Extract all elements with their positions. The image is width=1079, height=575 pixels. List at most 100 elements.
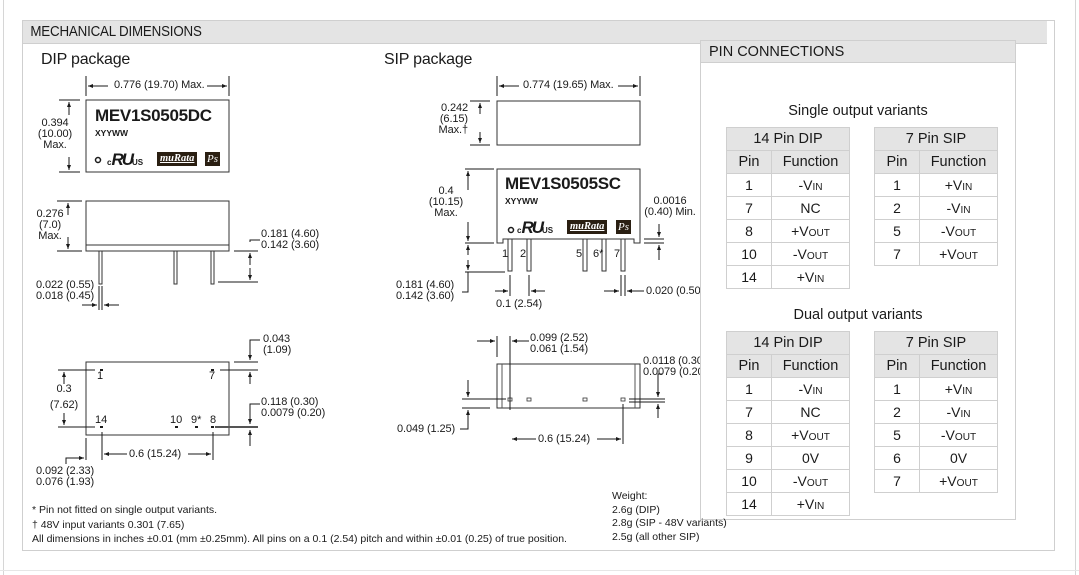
dim-value: 0.394 [41,117,69,129]
dim-value: (1.09) [263,344,292,356]
dim-value: 0.0118 (0.30) [643,355,707,367]
column-header: Pin [874,354,920,378]
dim-value: 0.3 [56,383,72,395]
dim-value: 0.142 (3.60) [261,239,320,251]
function-main: +V [944,177,963,193]
dip-pin-number: 1 [97,370,104,382]
dip-pitch-label: 0.6 (15.24) [129,448,182,460]
table-row: 14 +VIN [726,265,850,289]
sip-pin-number: 7 [614,248,621,260]
table-row: 5-VOUT [874,219,998,243]
ps-logo: Ps [615,220,631,234]
function-subscript: OUT [954,228,977,239]
dip-pin-number: 14 [95,414,108,426]
page-edge [3,0,4,575]
function-subscript: IN [960,205,971,216]
sip-pin-number: 5 [576,248,583,260]
pin-number: 9 [726,446,772,470]
dip-date-code: XYYWW [95,128,129,138]
section-title: MECHANICAL DIMENSIONS [23,21,1048,44]
footnotes: * Pin not fitted on single output varian… [32,503,567,547]
function-main: -V [792,246,807,262]
pin-function: -VOUT [771,242,850,266]
function-main: +V [796,269,815,285]
function-subscript: IN [960,409,971,420]
table-title: 14 Pin DIP [726,331,850,355]
pin-number: 14 [726,265,772,289]
table-title: 14 Pin DIP [726,127,850,151]
pin-number: 2 [874,196,920,220]
function-main: -V [946,200,961,216]
pin1-marker [507,226,515,234]
pin-number: 1 [874,377,920,401]
pin-number: 8 [726,423,772,447]
weight-item: 2.5g (all other SIP) [612,530,700,543]
pin-function: +VOUT [919,469,998,493]
pin-function: NC [771,196,850,220]
function-main: +V [791,223,809,239]
function-subscript: IN [812,182,823,193]
table-row: 8+VOUT [726,423,850,447]
pin-connections-panel: PIN CONNECTIONS Single output variants 1… [700,40,1016,520]
function-subscript: IN [814,274,825,285]
pin-number: 1 [726,377,772,401]
function-subscript: OUT [956,478,978,489]
drawing-labels: .lbl { position:absolute; font-size:11px… [30,80,707,488]
page-edge [1075,0,1076,575]
page-edge [0,570,1079,571]
function-main: +V [939,246,957,262]
table-row: 2-VIN [874,400,998,424]
function-subscript: OUT [806,478,829,489]
sip-pin-thickness-label: 0.0118 (0.30) 0.0079 (0.20) [643,356,707,378]
dip-top-view [59,76,230,173]
dim-value: Max. [43,139,67,151]
function-main: -V [798,381,813,397]
dim-value: Max. [38,230,62,242]
function-subscript: OUT [806,251,829,262]
table-title: 7 Pin SIP [874,127,998,151]
table-row: 10-VOUT [726,469,850,493]
function-main: +V [939,473,957,489]
function-main: NC [800,404,821,420]
footnote: † 48V input variants 0.301 (7.65) [32,518,185,531]
pin-number: 7 [726,196,772,220]
pin-function: -VIN [919,400,998,424]
dim-value: 0.0079 (0.20) [643,366,708,378]
dim-value: 0.118 (0.30) [261,396,319,408]
pin-number: 6 [874,446,920,470]
table-row: 1-VIN [726,377,850,401]
dip-pin-size-label: 0.118 (0.30) 0.0079 (0.20) [261,397,325,419]
dip-side-height-label: 0.276 (7.0) Max. [30,209,70,242]
sip-pin-number: 2 [520,248,527,260]
function-main: +V [791,427,809,443]
dim-value: (6.15) [439,113,468,125]
dim-value: 0.076 (1.93) [36,476,95,488]
column-header: Pin [726,150,772,174]
dip-package-title: DIP package [41,51,131,68]
mechanical-drawings [57,76,665,464]
pin-function: +VOUT [771,219,850,243]
footnote: * Pin not fitted on single output varian… [32,504,218,516]
pin-function: -VIN [771,173,850,197]
sip-pitch-label: 0.1 (2.54) [496,298,543,310]
dim-value: 0.0079 (0.20) [261,407,326,419]
column-header: Function [771,150,850,174]
function-main: -V [946,404,961,420]
function-subscript: OUT [956,251,978,262]
dim-value: 0.276 [36,208,64,220]
sip-bottom-view [460,336,665,444]
pin-number: 8 [726,219,772,243]
pin-number: 7 [726,400,772,424]
sip-span-label: 0.6 (15.24) [538,433,591,445]
function-main: +V [796,496,815,512]
table-row: 7+VOUT [874,469,998,493]
dim-value: 0.181 (4.60) [396,279,455,291]
pin-number: 1 [726,173,772,197]
dip-pin-number: 10 [170,414,183,426]
column-header: Function [771,354,850,378]
weight-title: Weight: [612,490,648,502]
dip-height-label: 0.394 (10.00) Max. [32,118,78,151]
sip-pin-number: 6* [593,248,604,260]
function-subscript: OUT [808,228,830,239]
